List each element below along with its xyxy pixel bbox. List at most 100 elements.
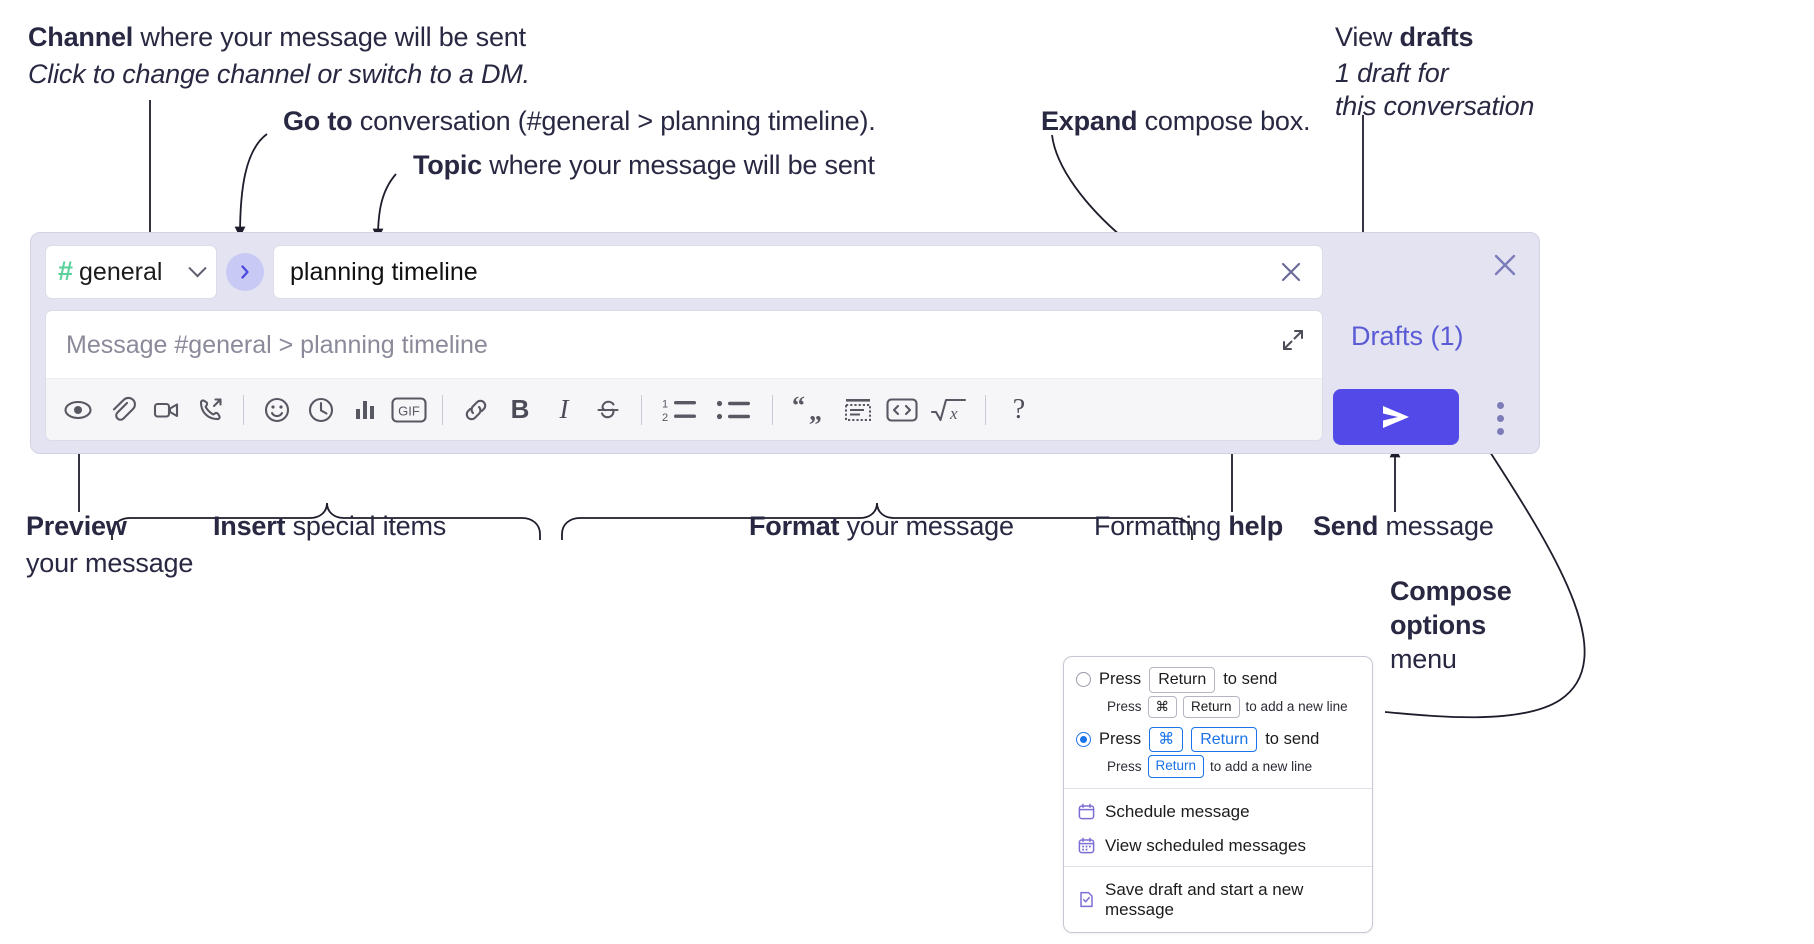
code-block-icon[interactable]: [836, 388, 880, 432]
key-return: Return: [1183, 695, 1240, 718]
annotation-drafts-italic1: 1 draft for: [1335, 57, 1449, 88]
annotation-channel-italic: Click to change channel or switch to a D…: [28, 58, 530, 89]
kebab-dot: [1496, 414, 1504, 422]
annotation-topic-rest: where your message will be sent: [482, 150, 875, 180]
toolbar-separator: [772, 394, 773, 425]
svg-text:2: 2: [662, 412, 668, 424]
strikethrough-icon[interactable]: [586, 388, 630, 432]
menu-item-view-scheduled[interactable]: View scheduled messages: [1064, 829, 1372, 863]
bulleted-list-icon[interactable]: [707, 388, 761, 432]
message-placeholder: Message #general > planning timeline: [66, 331, 488, 359]
annotation-compose-options: Compose options menu: [1390, 576, 1512, 676]
bold-icon[interactable]: B: [510, 394, 530, 424]
topic-field[interactable]: planning timeline: [273, 245, 1323, 299]
annotation-help: Formatting help: [1094, 511, 1283, 543]
drafts-link[interactable]: Drafts (1): [1351, 321, 1464, 351]
help-glyph: ?: [1012, 393, 1026, 425]
key-command: ⌘: [1147, 695, 1178, 718]
menu-item-schedule-message[interactable]: Schedule message: [1064, 793, 1372, 829]
send-button[interactable]: [1333, 389, 1459, 445]
channel-selector[interactable]: # general: [45, 245, 217, 299]
blockquote-icon[interactable]: “„: [784, 388, 836, 432]
annotation-insert-bold: Insert: [213, 511, 286, 541]
annotation-goto-bold: Go to: [283, 106, 353, 136]
annotation-topic: Topic where your message will be sent: [413, 150, 875, 182]
annotation-preview: Preview your message: [26, 511, 193, 580]
compose-inner: # general planning timeline Message #ge: [45, 245, 1323, 441]
menu-item-label: View scheduled messages: [1105, 835, 1306, 855]
poll-icon[interactable]: [343, 388, 387, 432]
svg-text:1: 1: [662, 398, 668, 410]
calendar-grid-icon: [1078, 837, 1095, 854]
annotation-compose-options-bold2: options: [1390, 609, 1487, 640]
annotation-format-rest: your message: [839, 511, 1014, 541]
menu-item-label: Schedule message: [1105, 801, 1250, 821]
topic-value: planning timeline: [290, 257, 478, 286]
radio-button[interactable]: [1076, 672, 1091, 688]
italic-icon[interactable]: I: [559, 394, 569, 424]
annotation-goto-rest: conversation (#general > planning timeli…: [352, 106, 876, 136]
annotation-topic-bold: Topic: [413, 150, 482, 180]
help-icon[interactable]: ?: [997, 388, 1041, 432]
key-command: ⌘: [1149, 726, 1184, 753]
menu-divider: [1064, 787, 1372, 789]
radio-button-selected[interactable]: [1076, 732, 1091, 748]
emoji-icon[interactable]: [255, 388, 299, 432]
send-shortcut-options: Press Return to send Press ⌘ Return to a…: [1064, 657, 1372, 788]
compose-panel: # general planning timeline Message #ge: [30, 232, 1540, 454]
toolbar-separator: [641, 394, 642, 425]
annotation-drafts-bold: drafts: [1399, 22, 1474, 52]
clock-icon[interactable]: [299, 388, 343, 432]
chevron-right-icon: [241, 265, 249, 279]
code-icon[interactable]: [880, 388, 924, 432]
close-icon: [1494, 254, 1516, 276]
annotation-drafts-plain: View: [1335, 22, 1400, 52]
sub-prefix: Press: [1107, 699, 1142, 715]
video-icon[interactable]: [144, 388, 188, 432]
toolbar-separator: [442, 394, 443, 425]
svg-text:x: x: [949, 404, 958, 423]
svg-text:GIF: GIF: [398, 403, 420, 418]
radio-option-cmd-return[interactable]: Press ⌘ Return to send: [1076, 726, 1360, 753]
goto-conversation-button[interactable]: [226, 253, 264, 291]
compose-options-menu: Press Return to send Press ⌘ Return to a…: [1063, 656, 1373, 933]
annotation-goto: Go to conversation (#general > planning …: [283, 106, 876, 138]
annotation-drafts-italic2: this conversation: [1335, 90, 1535, 121]
option-prefix: Press: [1099, 730, 1142, 749]
close-compose-button[interactable]: [1485, 245, 1525, 285]
annotation-preview-line2: your message: [26, 547, 194, 578]
key-return: Return: [1149, 667, 1216, 693]
key-return: Return: [1147, 755, 1205, 778]
kebab-dot: [1496, 427, 1504, 435]
annotation-expand: Expand compose box.: [1041, 106, 1311, 138]
link-icon[interactable]: [454, 388, 498, 432]
kebab-dot: [1496, 401, 1504, 409]
menu-item-label: Save draft and start a new message: [1105, 879, 1304, 919]
hash-icon: #: [58, 255, 74, 286]
send-icon: [1383, 406, 1409, 428]
attachment-icon[interactable]: [100, 388, 144, 432]
preview-icon[interactable]: [56, 388, 100, 432]
option-suffix: to send: [1265, 730, 1320, 749]
option-prefix: Press: [1099, 670, 1142, 689]
close-icon: [1281, 262, 1301, 282]
option-subtext: Press ⌘ Return to add a new line: [1107, 695, 1360, 718]
annotation-channel-bold: Channel: [28, 22, 134, 52]
gif-icon[interactable]: GIF: [387, 388, 431, 432]
compose-options-button[interactable]: [1481, 397, 1519, 439]
save-draft-icon: [1078, 891, 1095, 908]
radio-option-return[interactable]: Press Return to send: [1076, 667, 1360, 693]
annotation-format: Format your message: [749, 511, 1014, 543]
audio-call-icon[interactable]: [188, 388, 232, 432]
annotation-help-bold: help: [1228, 511, 1284, 541]
math-icon[interactable]: x: [924, 388, 974, 432]
message-input-box[interactable]: Message #general > planning timeline: [45, 310, 1323, 441]
annotation-send: Send message: [1313, 511, 1494, 543]
chevron-down-icon: [188, 258, 207, 277]
menu-item-save-draft[interactable]: Save draft and start a new message: [1064, 871, 1372, 927]
expand-compose-button[interactable]: [1276, 323, 1310, 357]
clear-topic-button[interactable]: [1274, 255, 1308, 289]
svg-text:„: „: [809, 397, 822, 426]
